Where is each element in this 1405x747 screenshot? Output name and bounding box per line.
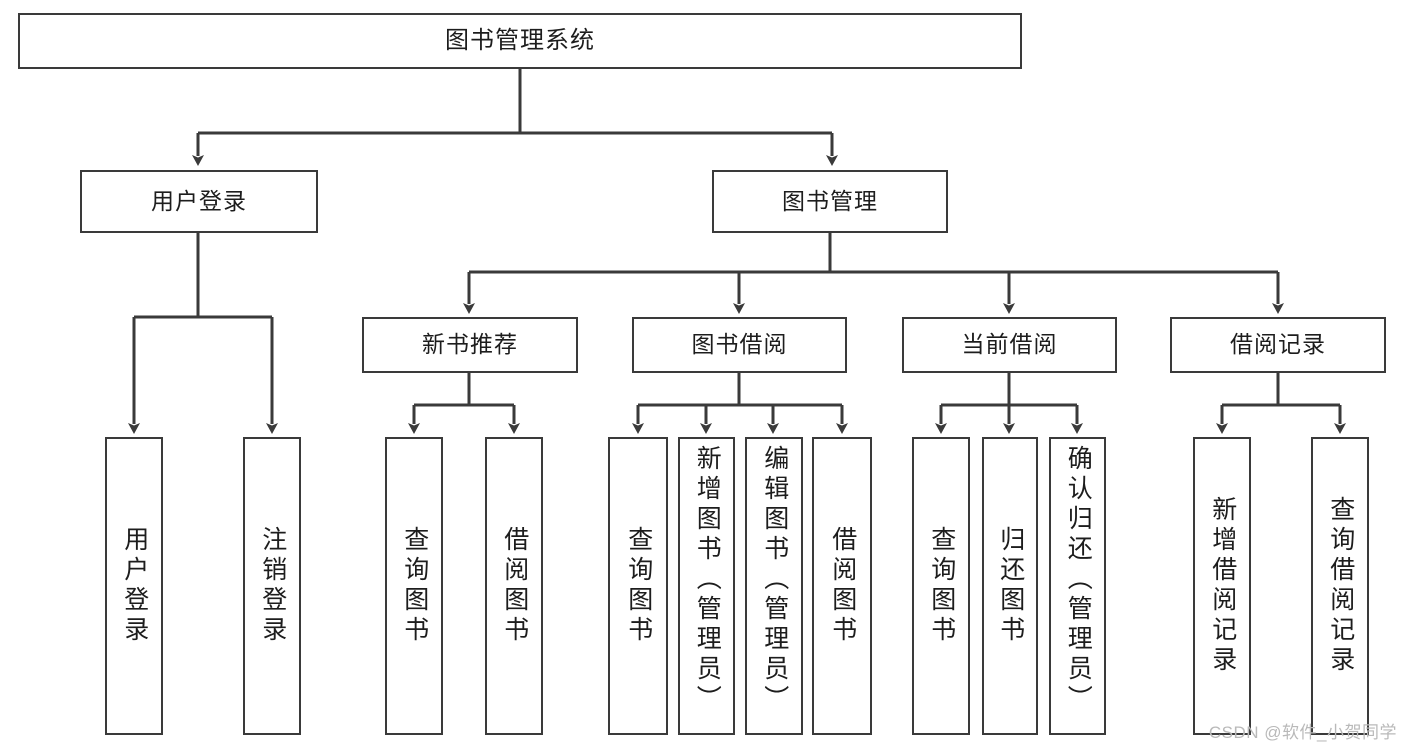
node-label: 新增图书（管理员）: [693, 445, 722, 715]
node-label: 新书推荐: [422, 331, 518, 358]
node-label: 编辑图书（管理员）: [760, 445, 789, 715]
node-label: 当前借阅: [961, 331, 1058, 358]
node-label: 查询图书: [400, 526, 429, 646]
node-root-book-management-system[interactable]: 图书管理系统: [18, 13, 1022, 69]
leaf-current-confirm-return-admin[interactable]: 确认归还（管理员）: [1049, 437, 1106, 735]
node-label: 借阅图书: [828, 526, 857, 646]
node-new-book-recommendation[interactable]: 新书推荐: [362, 317, 578, 373]
node-label: 注销登录: [258, 526, 287, 646]
node-book-borrowing[interactable]: 图书借阅: [632, 317, 847, 373]
node-label: 用户登录: [120, 526, 149, 646]
node-user-login[interactable]: 用户登录: [80, 170, 318, 233]
node-label: 确认归还（管理员）: [1064, 445, 1093, 715]
leaf-borrow-query-book[interactable]: 查询图书: [608, 437, 668, 735]
leaf-borrow-add-book-admin[interactable]: 新增图书（管理员）: [678, 437, 735, 735]
leaf-current-return-book[interactable]: 归还图书: [982, 437, 1038, 735]
leaf-recommend-borrow-book[interactable]: 借阅图书: [485, 437, 543, 735]
leaf-borrow-edit-book-admin[interactable]: 编辑图书（管理员）: [745, 437, 803, 735]
node-label: 归还图书: [996, 526, 1025, 646]
node-label: 图书借阅: [691, 331, 788, 358]
node-label: 借阅图书: [500, 526, 529, 646]
node-label: 图书管理系统: [445, 26, 595, 54]
leaf-current-query-book[interactable]: 查询图书: [912, 437, 970, 735]
leaf-recommend-query-book[interactable]: 查询图书: [385, 437, 443, 735]
leaf-borrow-borrow-book[interactable]: 借阅图书: [812, 437, 872, 735]
node-current-borrowing[interactable]: 当前借阅: [902, 317, 1117, 373]
node-borrowing-records[interactable]: 借阅记录: [1170, 317, 1386, 373]
node-label: 图书管理: [782, 187, 878, 214]
node-label: 查询图书: [624, 526, 653, 646]
node-label: 查询图书: [927, 526, 956, 646]
leaf-user-login[interactable]: 用户登录: [105, 437, 163, 735]
leaf-record-query-borrow-record[interactable]: 查询借阅记录: [1311, 437, 1369, 735]
leaf-user-logout[interactable]: 注销登录: [243, 437, 301, 735]
leaf-record-add-borrow-record[interactable]: 新增借阅记录: [1193, 437, 1251, 735]
node-label: 用户登录: [151, 187, 247, 214]
node-label: 借阅记录: [1230, 331, 1326, 358]
node-label: 查询借阅记录: [1326, 496, 1355, 676]
csdn-watermark: CSDN @软件_小贺同学: [1208, 723, 1397, 742]
node-book-management[interactable]: 图书管理: [712, 170, 948, 233]
node-label: 新增借阅记录: [1208, 496, 1237, 676]
